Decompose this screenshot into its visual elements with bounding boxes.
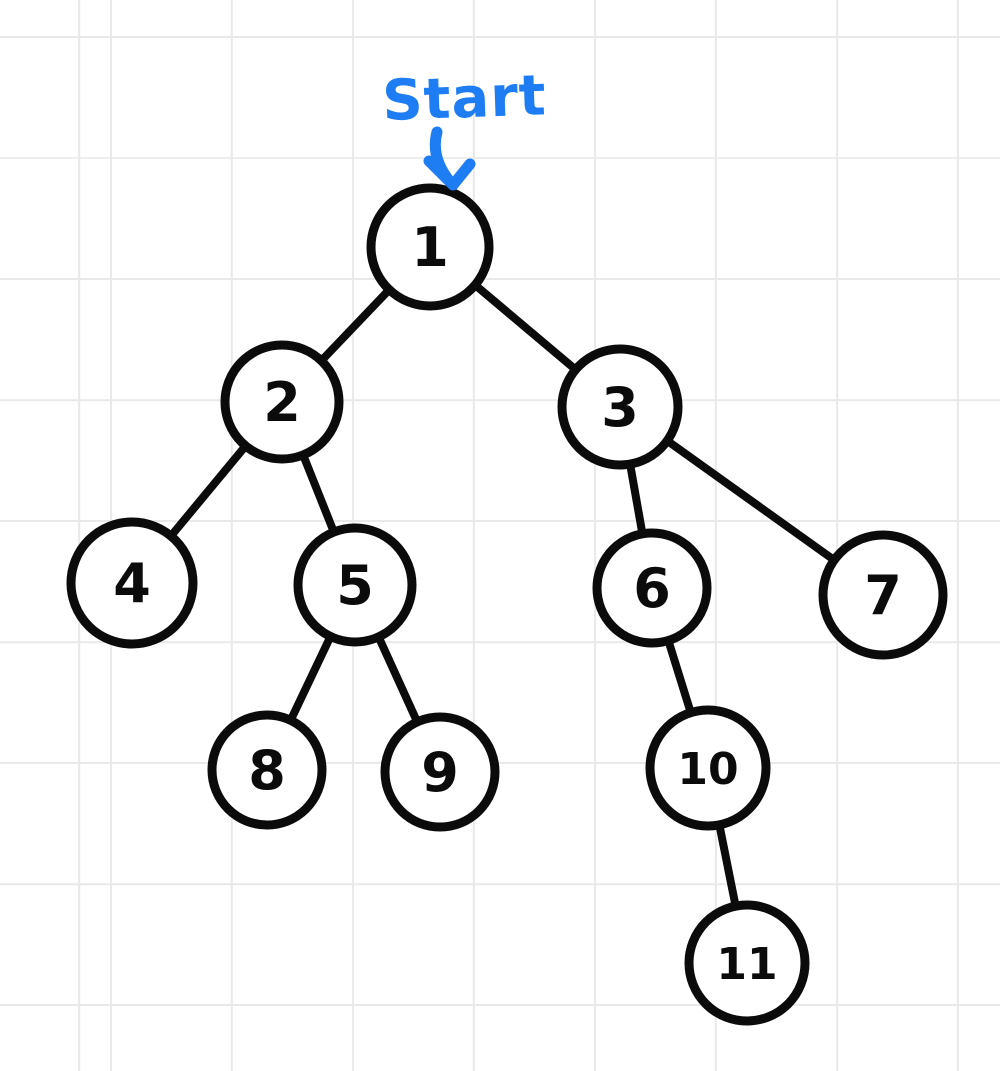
tree-node-circle-10 <box>645 705 771 831</box>
tree-node-circle-4 <box>66 517 198 649</box>
tree-node-label-8: 8 <box>248 739 286 802</box>
tree-node-5: 5 <box>293 523 417 647</box>
tree-node-circle-2 <box>220 340 344 464</box>
tree-node-label-6: 6 <box>633 557 671 620</box>
tree-node-10: 10 <box>645 705 771 831</box>
tree-node-9: 9 <box>380 712 500 832</box>
tree-node-8: 8 <box>207 710 327 830</box>
tree-node-label-9: 9 <box>421 741 459 804</box>
tree-node-circle-7 <box>818 530 948 660</box>
tree-node-circle-8 <box>207 710 327 830</box>
tree-node-1: 1 <box>366 183 494 311</box>
tree-node-label-2: 2 <box>263 371 301 434</box>
tree-node-4: 4 <box>66 517 198 649</box>
tree-node-label-1: 1 <box>411 216 449 279</box>
tree-node-label-5: 5 <box>336 554 374 617</box>
tree-nodes: 1 2 3 4 5 6 7 8 9 10 11 <box>66 183 948 1026</box>
tree-node-11: 11 <box>684 900 810 1026</box>
tree-node-circle-6 <box>592 528 712 648</box>
tree-node-circle-3 <box>557 344 683 470</box>
tree-node-label-4: 4 <box>113 552 151 615</box>
tree-node-circle-11 <box>684 900 810 1026</box>
tree-node-6: 6 <box>592 528 712 648</box>
start-label: Start <box>381 63 547 134</box>
start-annotation: Start <box>381 63 548 191</box>
tree-node-label-11: 11 <box>716 939 777 990</box>
tree-node-label-3: 3 <box>601 376 639 439</box>
start-arrowhead-icon <box>423 155 476 191</box>
tree-node-label-7: 7 <box>864 564 902 627</box>
tree-node-2: 2 <box>220 340 344 464</box>
tree-node-circle-1 <box>366 183 494 311</box>
tree-node-circle-9 <box>380 712 500 832</box>
tree-node-3: 3 <box>557 344 683 470</box>
tree-node-circle-5 <box>293 523 417 647</box>
tree-node-7: 7 <box>818 530 948 660</box>
tree-node-label-10: 10 <box>677 744 738 795</box>
